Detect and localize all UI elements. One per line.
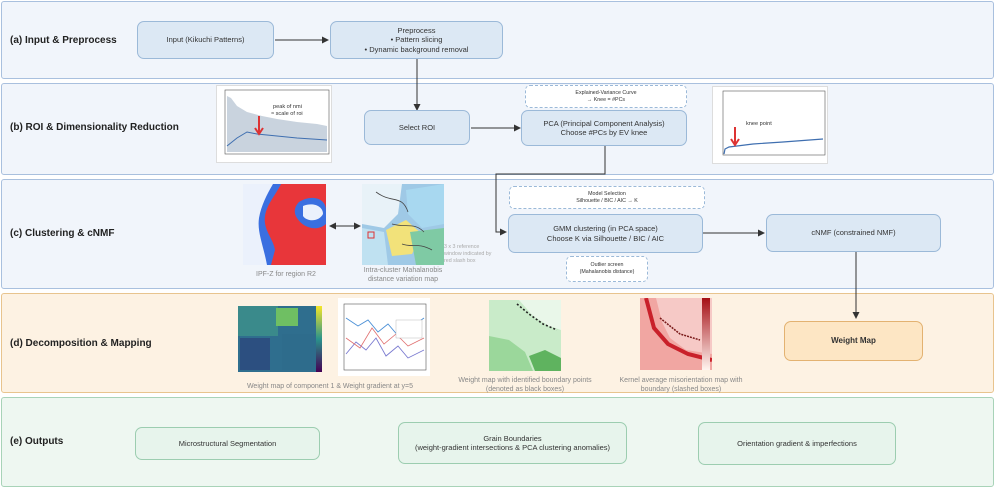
component1-weight-map — [226, 298, 326, 376]
select-roi-label: Select ROI — [398, 122, 436, 132]
band-roi-dimred: (b) ROI & Dimensionality Reduction — [1, 83, 994, 175]
weight-map-node: Weight Map — [784, 321, 923, 361]
arrow-pca-to-gmm — [495, 146, 606, 236]
ipf-z-map — [243, 184, 326, 265]
output-segmentation: Microstructural Segmentation — [135, 427, 320, 460]
mahalanobis-caption-line: Intra-cluster Mahalanobis — [363, 267, 443, 274]
peak-note: ≈ scale of roi — [271, 111, 303, 117]
boundary-weight-caption-line: (denoted as black boxes) — [485, 386, 565, 394]
kam-caption: Kernel average misorientation map with b… — [606, 376, 756, 394]
ref-note-line: red slash box — [444, 257, 476, 264]
preprocess-title: Preprocess — [397, 25, 436, 35]
output-segmentation-label: Microstructural Segmentation — [178, 438, 277, 448]
ipf-caption-text: IPF-Z for region R2 — [256, 271, 316, 278]
reference-window-note: 3 x 3 reference window indicated by red … — [444, 244, 502, 265]
mahalanobis-caption-line: distance variation map — [367, 276, 439, 284]
ev-note-line: → Knee = #PCs — [586, 96, 626, 103]
outlier-screen-note: Outlier screen (Mahalanobis distance) — [566, 256, 648, 282]
preprocess-step: • Pattern slicing — [390, 35, 443, 45]
gmm-line: Choose K via Silhouette / BIC / AIC — [546, 233, 665, 243]
band-title: (b) ROI & Dimensionality Reduction — [10, 122, 179, 133]
cnmf-node: cNMF (constrained NMF) — [766, 214, 941, 252]
input-node: Input (Kikuchi Patterns) — [137, 21, 274, 59]
weight-map-label: Weight Map — [831, 336, 876, 345]
component1-caption: Weight map of component 1 & Weight gradi… — [220, 382, 440, 391]
pca-line: Choose #PCs by EV knee — [560, 128, 648, 137]
model-selection-line: Silhouette / BIC / AIC → K — [576, 197, 638, 204]
ipf-caption: IPF-Z for region R2 — [236, 270, 336, 279]
band-title: (d) Decomposition & Mapping — [10, 338, 152, 349]
boundary-weight-map — [489, 300, 561, 371]
peak-note: peak of nmi — [273, 104, 302, 110]
band-title: (c) Clustering & cNMF — [10, 228, 115, 239]
ev-curve-note: Explained-Variance Curve → Knee = #PCs — [525, 85, 687, 108]
gmm-node: GMM clustering (in PCA space) Choose K v… — [508, 214, 703, 253]
band-title: (e) Outputs — [10, 436, 64, 447]
pca-line: PCA (Principal Component Analysis) — [543, 118, 665, 128]
output-orientation-gradient: Orientation gradient & imperfections — [698, 422, 896, 465]
cnmf-label: cNMF (constrained NMF) — [811, 228, 896, 238]
model-selection-note: Model Selection Silhouette / BIC / AIC →… — [509, 186, 705, 209]
kam-caption-line: Kernel average misorientation map with — [619, 377, 743, 384]
nmi-roi-plot: peak of nmi ≈ scale of roi — [216, 85, 332, 163]
knee-note: knee point — [746, 121, 772, 127]
component1-caption-text: Weight map of component 1 & Weight gradi… — [246, 383, 414, 390]
mahalanobis-caption: Intra-cluster Mahalanobis distance varia… — [346, 266, 460, 284]
output-grain-boundaries-line: (weight-gradient intersections & PCA clu… — [414, 443, 611, 452]
output-grain-boundaries: Grain Boundaries (weight-gradient inters… — [398, 422, 627, 464]
output-orientation-gradient-label: Orientation gradient & imperfections — [737, 438, 857, 448]
pca-node: PCA (Principal Component Analysis) Choos… — [521, 110, 687, 146]
ref-note-line: window indicated by — [444, 250, 492, 257]
select-roi-node: Select ROI — [364, 110, 470, 145]
gmm-line: GMM clustering (in PCA space) — [553, 224, 658, 234]
ref-note-line: 3 x 3 reference — [444, 244, 480, 250]
mahalanobis-map — [362, 184, 444, 265]
boundary-weight-caption: Weight map with identified boundary poin… — [440, 376, 610, 394]
ev-note-line: Explained-Variance Curve — [575, 89, 637, 96]
model-selection-line: Model Selection — [588, 190, 626, 197]
input-label: Input (Kikuchi Patterns) — [166, 35, 245, 45]
outlier-line: Outlier screen — [590, 262, 624, 269]
boundary-weight-caption-line: Weight map with identified boundary poin… — [458, 377, 592, 384]
weight-gradient-plot — [338, 298, 430, 376]
outlier-line: (Mahalanobis distance) — [579, 269, 635, 275]
preprocess-step: • Dynamic background removal — [364, 44, 469, 54]
preprocess-node: Preprocess • Pattern slicing • Dynamic b… — [330, 21, 503, 59]
band-title: (a) Input & Preprocess — [10, 35, 117, 46]
output-grain-boundaries-line: Grain Boundaries — [483, 433, 542, 443]
kam-map — [640, 297, 713, 370]
kam-caption-line: boundary (slashed boxes) — [640, 386, 722, 394]
ev-knee-plot: knee point — [712, 86, 828, 164]
